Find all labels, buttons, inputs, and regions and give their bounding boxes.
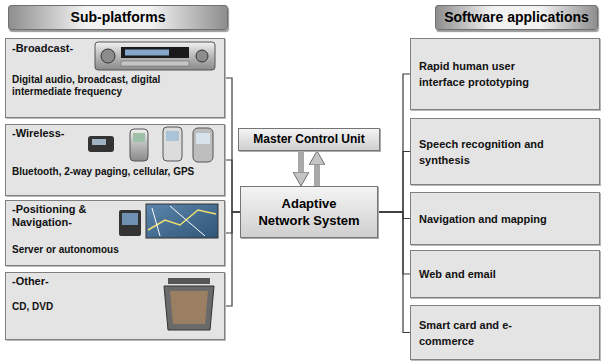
- application-box: Web and email: [410, 250, 600, 298]
- box-label: Web and email: [419, 266, 496, 282]
- monitor-mount: [168, 278, 210, 284]
- sub-platform-box: -Positioning & Navigation- Server or auto…: [5, 200, 225, 266]
- radio-display-frame: [121, 47, 189, 58]
- box-label: Rapid human user interface prototyping: [419, 58, 559, 90]
- box-label: -Broadcast-: [12, 42, 94, 55]
- application-box: Rapid human user interface prototyping: [410, 38, 600, 110]
- sub-platform-box: -Wireless- Bluetooth, 2-way paging, cellu…: [5, 124, 225, 196]
- map-road: [170, 206, 205, 236]
- bracket-connector: [378, 212, 410, 274]
- monitor-housing: [164, 286, 214, 330]
- column-header: Software applications: [435, 5, 598, 30]
- navigation-devices: [119, 204, 218, 238]
- nav-unit-screen: [122, 213, 138, 225]
- sub-platform-box: -Other- CD, DVD: [5, 272, 225, 340]
- box-description: CD, DVD: [12, 301, 157, 313]
- column-header: Sub-platforms: [8, 5, 228, 30]
- system-box: Master Control Unit: [238, 128, 380, 151]
- box-description: Bluetooth, 2-way paging, cellular, GPS: [12, 166, 220, 178]
- radio-knob: [101, 49, 115, 63]
- box-label: Sub-platforms: [71, 9, 166, 26]
- map-road: [148, 210, 216, 230]
- radio-knob: [196, 50, 208, 62]
- bracket-connector: [378, 74, 410, 212]
- box-label: Speech recognition and synthesis: [419, 136, 559, 168]
- monitor-screen: [170, 291, 208, 324]
- bracket-connector: [378, 152, 410, 213]
- box-label: -Wireless-: [12, 127, 87, 140]
- car-radio: [95, 42, 215, 70]
- gps-screen: [196, 133, 210, 144]
- pager: [88, 136, 114, 152]
- cell-phone: [130, 129, 148, 161]
- system-box: Adaptive Network System: [240, 186, 378, 238]
- bracket-connector: [378, 212, 410, 333]
- box-description: Server or autonomous: [12, 244, 220, 256]
- wireless-devices: [88, 127, 213, 162]
- radio-body: [95, 42, 215, 70]
- sub-platform-box: -Broadcast- Digital audio, broadcast, dig…: [5, 38, 225, 118]
- box-label: Master Control Unit: [253, 132, 364, 147]
- dvd-monitor: [164, 278, 214, 330]
- gps-handset: [193, 128, 213, 162]
- map-road: [152, 208, 160, 236]
- box-label: Adaptive Network System: [256, 195, 362, 229]
- cell-phone: [163, 127, 182, 161]
- nav-unit: [119, 210, 141, 236]
- bracket-connector: [378, 212, 410, 219]
- block-arrow: [314, 165, 320, 186]
- box-label: Smart card and e-commerce: [419, 317, 559, 349]
- phone-screen: [133, 133, 145, 142]
- box-label: Navigation and mapping: [419, 211, 547, 227]
- radio-display: [125, 50, 169, 56]
- application-box: Navigation and mapping: [410, 192, 600, 245]
- box-label: -Positioning & Navigation-: [12, 203, 118, 229]
- application-box: Speech recognition and synthesis: [410, 118, 600, 185]
- bracket-connector: [225, 212, 240, 306]
- pager-screen: [92, 139, 106, 145]
- map-screen: [146, 204, 218, 238]
- block-arrow: [298, 151, 304, 172]
- box-label: -Other-: [12, 275, 112, 288]
- bracket-connector: [225, 160, 240, 212]
- radio-buttons: [121, 61, 189, 66]
- box-label: Software applications: [444, 9, 589, 26]
- box-description: Digital audio, broadcast, digital interm…: [12, 74, 220, 98]
- phone-screen: [166, 131, 179, 141]
- application-box: Smart card and e-commerce: [410, 305, 600, 360]
